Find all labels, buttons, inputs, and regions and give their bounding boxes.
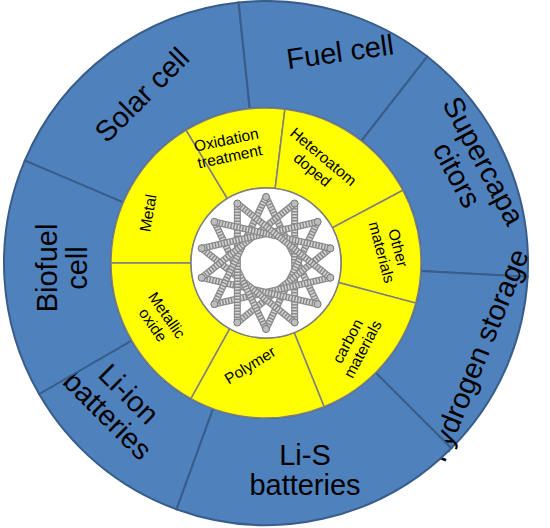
annular-sector — [39, 341, 213, 510]
annular-sector — [186, 108, 285, 199]
annular-sector — [4, 161, 132, 394]
nanotube-cap — [291, 319, 298, 326]
nanotube-cap — [198, 245, 205, 252]
segment-label: Metallic oxide — [125, 280, 196, 361]
segment-label: Polymer — [207, 334, 292, 396]
nanotube-cap — [327, 274, 334, 281]
nanotube-cap — [327, 245, 334, 252]
nanotube-cap — [198, 274, 205, 281]
annular-sector — [332, 190, 421, 303]
nanotube-cap — [234, 200, 241, 207]
nanotube-cap — [314, 218, 321, 225]
segment-label: Other materials — [363, 207, 417, 293]
annular-sector — [25, 2, 250, 202]
annular-sector — [191, 329, 324, 418]
segment-label: Li-S batteries — [235, 440, 375, 501]
segment-label: Metal — [133, 172, 164, 254]
nanotube-cap — [291, 200, 298, 207]
segment-label: Oxidation treatment — [183, 122, 273, 173]
nanotube-star — [198, 194, 334, 333]
nanotube-cap — [263, 194, 270, 201]
segment-label: Fuel cell — [259, 26, 422, 78]
nanotube-cap — [211, 301, 218, 308]
segment-label: Li-ion batteries — [49, 336, 188, 475]
annular-sector — [361, 57, 528, 277]
annular-sector — [239, 1, 428, 141]
nanotube-cap — [263, 326, 270, 333]
annular-sector — [376, 271, 528, 448]
nanotube-mesh — [237, 204, 330, 278]
center-circle — [191, 188, 341, 338]
annular-sector — [176, 373, 451, 525]
nanotube — [237, 204, 330, 278]
segment-label: carbon materials — [321, 302, 389, 389]
nanotube-cap — [234, 319, 241, 326]
segment-label: Biofuel cell — [32, 211, 93, 326]
segment-label: Supercapa citors — [408, 87, 532, 248]
segment-label: hydrogen storage — [415, 229, 541, 481]
nanotube-cap — [314, 301, 321, 308]
segment-label: Solar cell — [61, 14, 224, 177]
nanotube-cap — [211, 218, 218, 225]
